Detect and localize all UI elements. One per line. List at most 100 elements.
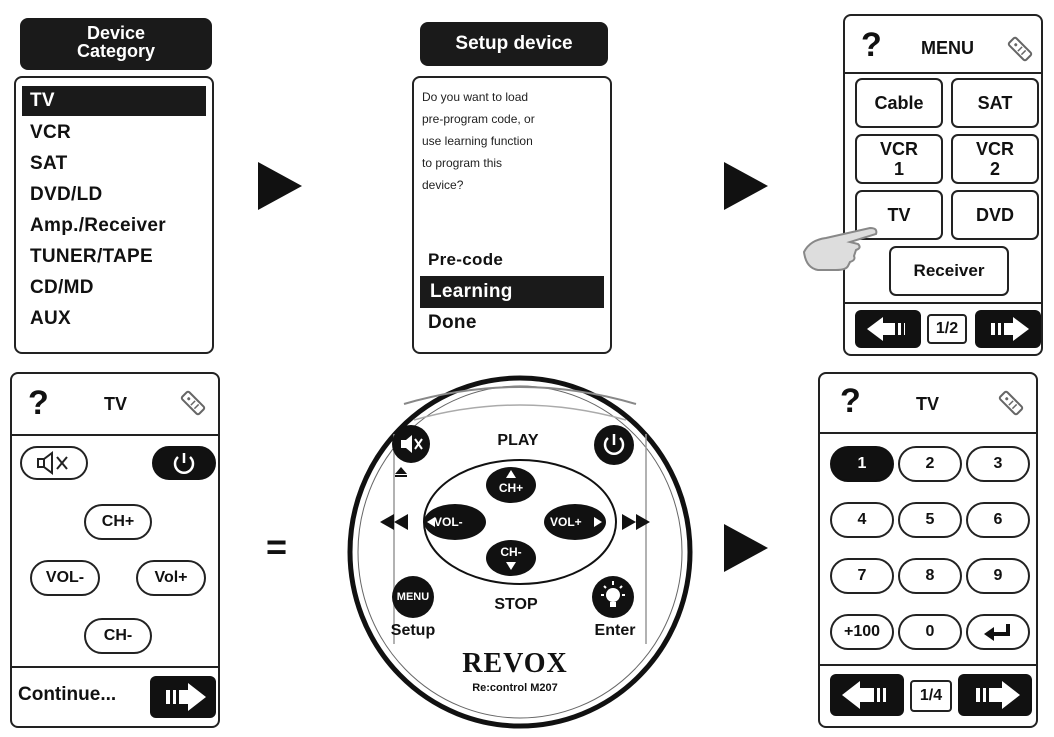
- key-7[interactable]: 7: [830, 558, 894, 594]
- eject-icon: [395, 467, 407, 477]
- enter-arrow-icon: [984, 624, 1010, 641]
- arrow-right-icon: [991, 317, 1029, 341]
- dvd-button[interactable]: DVD: [951, 190, 1039, 240]
- help-icon[interactable]: ?: [861, 26, 882, 64]
- remote-power-button[interactable]: [594, 425, 634, 465]
- remote-vol-minus-button[interactable]: VOL-: [424, 504, 486, 540]
- page-indicator: 1/2: [927, 314, 967, 344]
- key-label: 1: [857, 455, 867, 472]
- cable-button[interactable]: Cable: [855, 78, 943, 128]
- power-button[interactable]: [152, 446, 216, 480]
- receiver-button[interactable]: Receiver: [889, 246, 1009, 296]
- key-label: +100: [843, 623, 881, 640]
- list-item-label: SAT: [30, 153, 68, 174]
- button-label: CH+: [498, 481, 524, 495]
- list-item[interactable]: VCR: [30, 122, 71, 144]
- remote-ch-minus-button[interactable]: CH-: [486, 540, 536, 576]
- triangle-down-icon: [506, 562, 516, 570]
- flow-arrow-2: [724, 162, 768, 210]
- list-item-label: Amp./Receiver: [30, 215, 166, 236]
- list-item[interactable]: AUX: [30, 308, 71, 330]
- device-category-title-line1: Device: [86, 23, 146, 43]
- remote-enter-button[interactable]: [592, 576, 634, 618]
- remote-vol-plus-button[interactable]: VOL+: [544, 504, 606, 540]
- keypad-screen-title: TV: [916, 394, 940, 414]
- remote-learn-icon[interactable]: [178, 388, 208, 418]
- keypad-footer-divider: [820, 664, 1036, 666]
- revox-logo: REVOX: [462, 648, 568, 679]
- key-4[interactable]: 4: [830, 502, 894, 538]
- arrow-left-icon: [867, 317, 905, 341]
- list-item[interactable]: SAT: [30, 153, 68, 175]
- continue-label[interactable]: Continue...: [18, 684, 117, 705]
- remote-learn-icon[interactable]: [1005, 34, 1035, 64]
- key-2[interactable]: 2: [898, 446, 962, 482]
- prev-page-button[interactable]: [855, 310, 921, 348]
- button-label: VOL+: [550, 515, 582, 529]
- key-0[interactable]: 0: [898, 614, 962, 650]
- button-label: CH-: [500, 545, 522, 559]
- button-label: CH-: [103, 627, 133, 644]
- prev-page-button[interactable]: [830, 674, 904, 716]
- tv-footer-divider: [12, 666, 218, 668]
- mute-button[interactable]: [20, 446, 88, 480]
- help-icon[interactable]: ?: [28, 384, 49, 422]
- question-line: device?: [422, 178, 464, 192]
- continue-next-button[interactable]: [150, 676, 216, 718]
- tv-header-divider: [12, 434, 218, 436]
- list-item[interactable]: Amp./Receiver: [30, 215, 166, 237]
- mute-icon: [37, 451, 68, 475]
- keypad-screen: ? TV 1 2 3 4 5 6 7 8 9 +100 0 1/4: [818, 372, 1038, 728]
- rewind-icon[interactable]: [380, 512, 412, 532]
- menu-footer-divider: [845, 302, 1041, 304]
- remote-mute-button[interactable]: [392, 425, 430, 463]
- vol-plus-button[interactable]: Vol+: [136, 560, 206, 596]
- list-item-label: AUX: [30, 308, 72, 329]
- button-label: Vol+: [154, 569, 188, 586]
- list-item[interactable]: CD/MD: [30, 277, 94, 299]
- triangle-up-icon: [506, 470, 516, 478]
- key-1[interactable]: 1: [830, 446, 894, 482]
- key-5[interactable]: 5: [898, 502, 962, 538]
- remote-menu-button[interactable]: MENU: [392, 576, 434, 618]
- list-item[interactable]: TV: [22, 86, 206, 116]
- button-label: 2: [989, 159, 1000, 179]
- key-plus-100[interactable]: +100: [830, 614, 894, 650]
- vol-minus-button[interactable]: VOL-: [30, 560, 100, 596]
- sat-button[interactable]: SAT: [951, 78, 1039, 128]
- triangle-left-icon: [427, 517, 435, 527]
- menu-header-divider: [845, 72, 1041, 74]
- next-page-button[interactable]: [975, 310, 1041, 348]
- list-item[interactable]: DVD/LD: [30, 184, 103, 206]
- key-3[interactable]: 3: [966, 446, 1030, 482]
- ch-minus-button[interactable]: CH-: [84, 618, 152, 654]
- next-page-button[interactable]: [958, 674, 1032, 716]
- remote-learn-icon[interactable]: [996, 388, 1026, 418]
- mute-icon: [401, 435, 423, 453]
- setup-device-dialog: Do you want to load pre-program code, or…: [412, 76, 612, 354]
- arrow-left-icon: [842, 681, 886, 709]
- ch-plus-button[interactable]: CH+: [84, 504, 152, 540]
- help-icon[interactable]: ?: [840, 382, 861, 420]
- key-enter[interactable]: [966, 614, 1030, 650]
- triangle-right-icon: [594, 517, 602, 527]
- tv-control-screen: ? TV CH+ VOL- Vol+ CH- Continue...: [10, 372, 220, 728]
- list-item-label: TV: [30, 90, 55, 111]
- list-item-label: TUNER/TAPE: [30, 246, 153, 267]
- option-done[interactable]: Done: [428, 312, 477, 334]
- button-label: VOL-: [45, 569, 85, 586]
- list-item[interactable]: TUNER/TAPE: [30, 246, 153, 268]
- key-label: 5: [925, 511, 935, 528]
- key-6[interactable]: 6: [966, 502, 1030, 538]
- key-label: 6: [993, 511, 1003, 528]
- arrow-right-icon: [976, 681, 1020, 709]
- stop-label: STOP: [494, 596, 538, 613]
- remote-ch-plus-button[interactable]: CH+: [486, 467, 536, 503]
- fast-forward-icon[interactable]: [618, 512, 650, 532]
- key-8[interactable]: 8: [898, 558, 962, 594]
- key-9[interactable]: 9: [966, 558, 1030, 594]
- option-pre-code[interactable]: Pre-code: [428, 250, 503, 270]
- option-learning[interactable]: Learning: [420, 276, 604, 308]
